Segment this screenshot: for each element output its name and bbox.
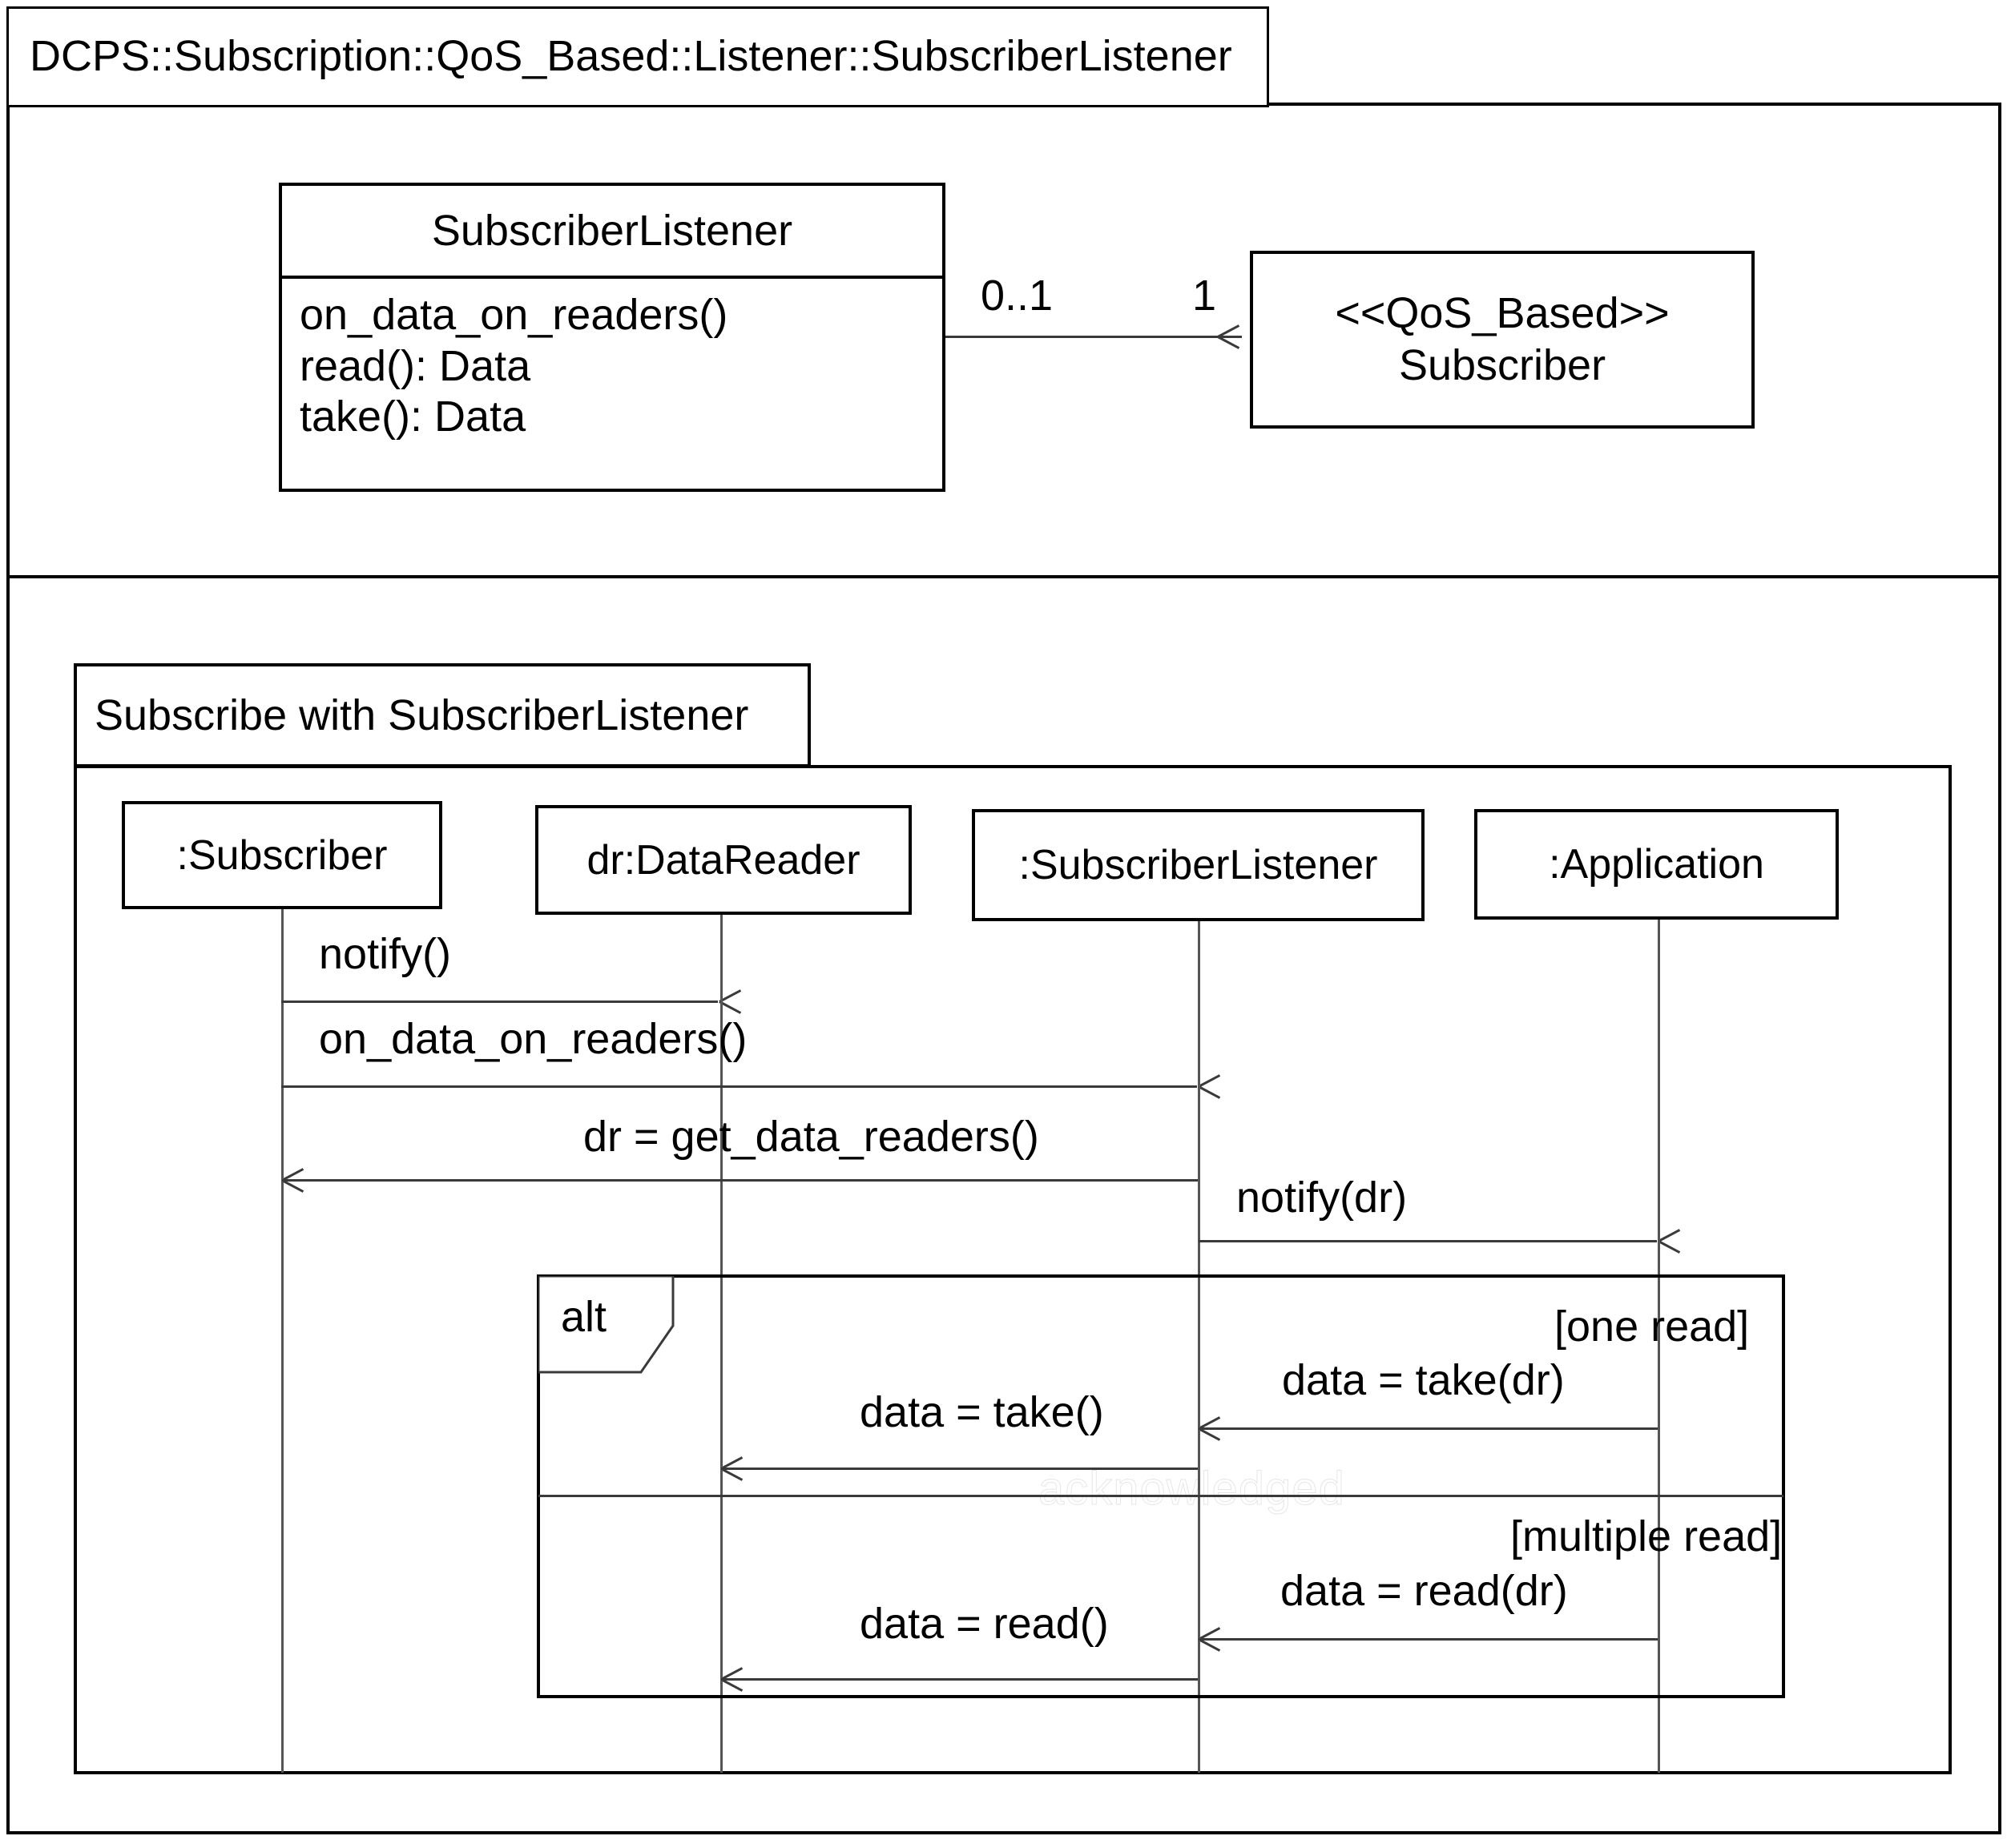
class-operations: on_data_on_readers() read(): Data take()…: [282, 279, 942, 489]
association-line: [945, 336, 1242, 338]
multiplicity-source: 0..1: [981, 272, 1054, 320]
class-operation-1: read(): Data: [300, 341, 531, 390]
alt-guard-1: [multiple read]: [1510, 1512, 1783, 1560]
lifeline-head-subscriber: :Subscriber: [122, 801, 442, 909]
lifeline-subscriberlistener: [1198, 921, 1200, 1773]
alt-message-line-0-0: [1199, 1427, 1658, 1430]
message-label-0: notify(): [319, 930, 452, 978]
alt-operator-label: alt: [561, 1293, 607, 1341]
class-stereotype: <<QoS_Based>>: [1335, 289, 1670, 338]
alt-message-label-0-1: data = take(): [860, 1388, 1104, 1436]
class-box-subscriber: <<QoS_Based>> Subscriber: [1250, 251, 1755, 429]
lifeline-head-application: :Application: [1474, 809, 1839, 920]
sequence-frame: [74, 765, 1952, 1774]
sequence-frame-label: Subscribe with SubscriberListener: [74, 663, 811, 767]
message-line-3: [1199, 1240, 1657, 1242]
lifeline-head-datareader: dr:DataReader: [535, 805, 912, 915]
message-line-0: [281, 1000, 718, 1003]
alt-guard-0: [one read]: [1554, 1302, 1750, 1351]
class-operation-0: on_data_on_readers(): [300, 291, 728, 339]
class-operation-2: take(): Data: [300, 393, 526, 441]
alt-operator-tab: [538, 1276, 675, 1374]
watermark-text: acknowledged: [1038, 1463, 1345, 1516]
class-name: SubscriberListener: [282, 186, 942, 279]
class-box-subscriberlistener: SubscriberListener on_data_on_readers() …: [279, 183, 945, 492]
message-line-1: [281, 1085, 1197, 1088]
lifeline-label-subscriber: :Subscriber: [176, 831, 388, 879]
page-title: DCPS::Subscription::QoS_Based::Listener:…: [30, 32, 1232, 81]
message-line-2: [282, 1179, 1198, 1182]
class-name-subscriber: Subscriber: [1398, 341, 1606, 389]
alt-operand-divider: [538, 1495, 1783, 1497]
alt-message-label-0-0: data = take(dr): [1282, 1356, 1565, 1404]
message-label-2: dr = get_data_readers(): [583, 1113, 1039, 1161]
combined-fragment-alt: [537, 1274, 1785, 1698]
message-label-1: on_data_on_readers(): [319, 1015, 748, 1063]
lifeline-application: [1658, 920, 1660, 1773]
alt-message-label-1-0: data = read(dr): [1280, 1567, 1568, 1615]
lifeline-datareader: [720, 915, 723, 1773]
message-label-3: notify(dr): [1236, 1174, 1408, 1222]
lifeline-subscriber: [281, 909, 284, 1773]
alt-message-label-1-1: data = read(): [860, 1600, 1109, 1648]
section-divider: [6, 575, 2001, 578]
lifeline-label-application: :Application: [1549, 841, 1764, 888]
package-title-tab: DCPS::Subscription::QoS_Based::Listener:…: [6, 6, 1269, 107]
alt-message-line-1-1: [721, 1678, 1198, 1681]
multiplicity-target: 1: [1192, 272, 1217, 320]
alt-message-line-0-1: [721, 1468, 1198, 1470]
lifeline-label-subscriberlistener: :SubscriberListener: [1018, 842, 1378, 888]
alt-message-line-1-0: [1199, 1638, 1658, 1641]
lifeline-head-subscriberlistener: :SubscriberListener: [972, 809, 1425, 921]
sequence-frame-label-text: Subscribe with SubscriberListener: [95, 691, 749, 739]
lifeline-label-datareader: dr:DataReader: [586, 836, 860, 884]
